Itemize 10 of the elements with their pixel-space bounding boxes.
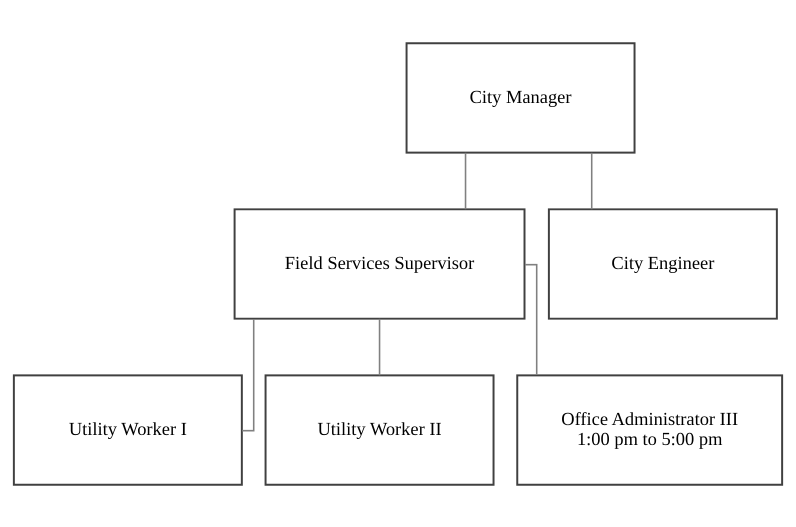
node-box: Office Administrator III 1:00 pm to 5:00 pm bbox=[516, 374, 784, 486]
node-box: Utility Worker I bbox=[12, 374, 243, 486]
node-box: City Engineer bbox=[548, 208, 778, 320]
node-box: Utility Worker II bbox=[264, 374, 495, 486]
connector bbox=[242, 318, 254, 431]
connector bbox=[378, 318, 380, 375]
node-box: City Manager bbox=[406, 42, 636, 154]
node-box: Field Services Supervisor bbox=[234, 208, 526, 320]
connector bbox=[464, 152, 466, 209]
connector bbox=[590, 152, 592, 209]
